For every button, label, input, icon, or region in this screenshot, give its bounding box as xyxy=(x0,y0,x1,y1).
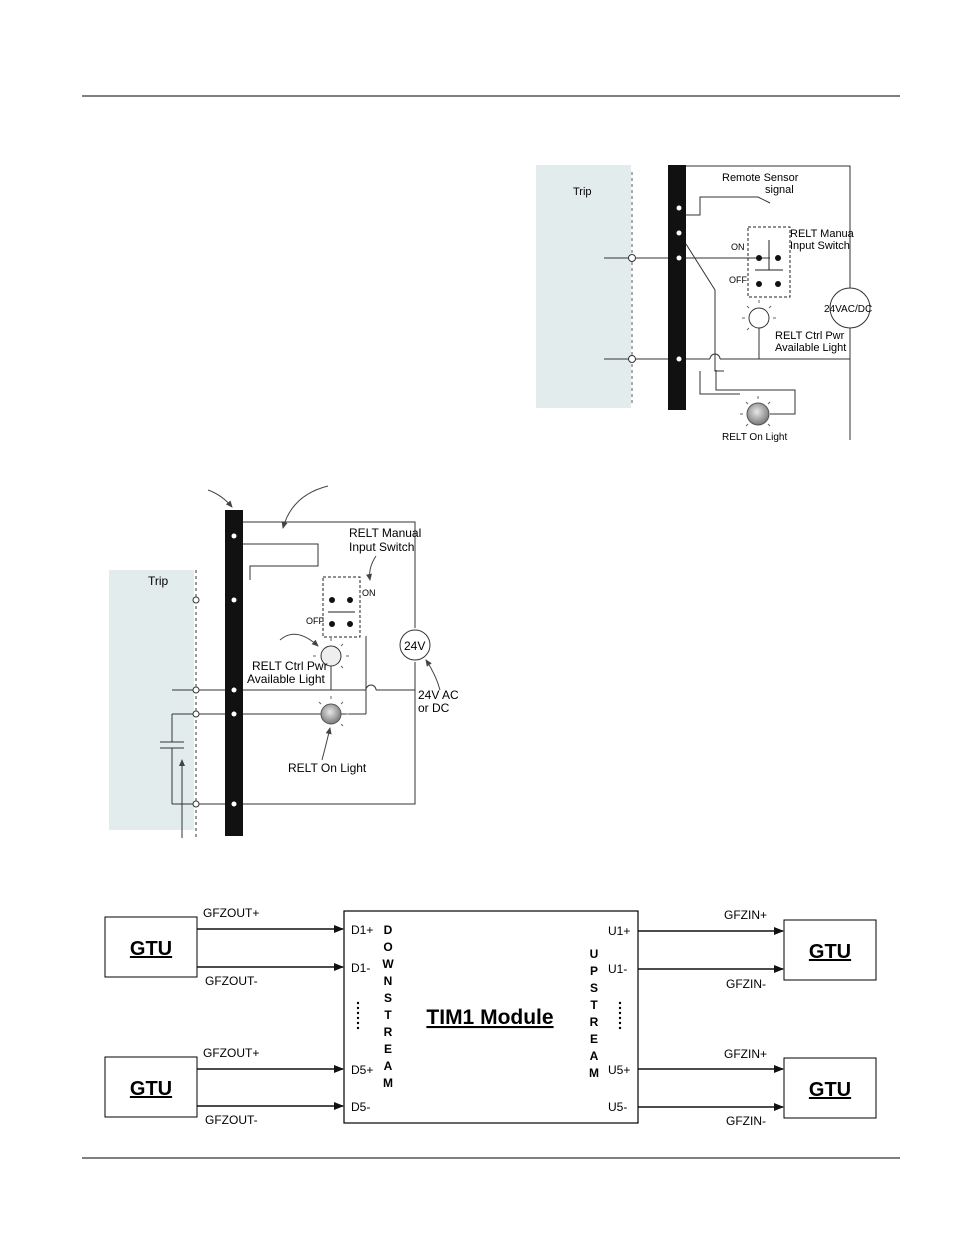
on-light-label: RELT On Light xyxy=(288,761,367,775)
gtu-box-right-1 xyxy=(783,919,877,981)
gtu-label: GTU xyxy=(809,1079,851,1101)
supply-label-2: or DC xyxy=(418,701,450,715)
diagram-mid-left: Trip xyxy=(109,485,459,838)
gtu-label: GTU xyxy=(130,938,172,960)
module-title: TIM1 Module xyxy=(426,1006,553,1029)
terminal-block xyxy=(668,165,686,410)
port-u1-minus: U1- xyxy=(608,962,627,976)
ctrl-light-label-2: Available Light xyxy=(247,672,326,686)
signal-gfzin-plus-2: GFZIN+ xyxy=(724,1047,767,1061)
signal-gfzin-minus-1: GFZIN- xyxy=(726,977,766,991)
off-label: OFF xyxy=(306,616,324,626)
upstream-letter: P xyxy=(590,964,598,978)
supply-label-1: 24V AC xyxy=(418,688,459,702)
downstream-letter: E xyxy=(384,1042,392,1056)
downstream-letter: W xyxy=(382,957,394,971)
ctrl-pwr-light xyxy=(748,307,770,329)
signal-gfzin-plus-1: GFZIN+ xyxy=(724,908,767,922)
supply-source xyxy=(829,287,871,329)
downstream-letter: R xyxy=(384,1025,393,1039)
on-light-label: RELT On Light xyxy=(722,432,787,443)
relt-on-light xyxy=(746,402,770,426)
port-d1-minus: D1- xyxy=(351,961,370,975)
signal-gfzin-minus-2: GFZIN- xyxy=(726,1114,766,1128)
switch-label-2: Input Switch xyxy=(790,240,850,252)
ctrl-pwr-light xyxy=(320,645,342,667)
diagram-top-right: Trip ON OFF xyxy=(536,165,872,443)
upstream-letter: R xyxy=(590,1015,599,1029)
trip-label: Trip xyxy=(148,574,169,588)
port-u5-plus: U5+ xyxy=(608,1063,630,1077)
signal-gfzout-plus-2: GFZOUT+ xyxy=(203,1046,259,1060)
supply-source xyxy=(399,629,431,661)
switch-label-1: RELT Manual xyxy=(349,526,421,540)
upstream-letter: T xyxy=(590,998,598,1012)
upstream-letter: E xyxy=(590,1032,598,1046)
trip-label: Trip xyxy=(573,186,592,198)
trip-panel xyxy=(536,165,631,408)
remote-sensor-label-2: signal xyxy=(765,184,794,196)
downstream-letter: D xyxy=(384,923,393,937)
remote-sensor-label-1: Remote Sensor xyxy=(722,172,799,184)
tim1-module-box xyxy=(343,910,639,1124)
upstream-letter: S xyxy=(590,981,598,995)
port-d5-plus: D5+ xyxy=(351,1063,373,1077)
switch-label-2: Input Switch xyxy=(349,540,414,554)
ctrl-light-label-2: Available Light xyxy=(775,342,846,354)
port-u5-minus: U5- xyxy=(608,1100,627,1114)
gtu-box-left-2 xyxy=(104,1056,198,1118)
on-label: ON xyxy=(362,588,376,598)
port-d1-plus: D1+ xyxy=(351,923,373,937)
gtu-box-left-1 xyxy=(104,916,198,978)
port-d5-minus: D5- xyxy=(351,1100,370,1114)
on-label: ON xyxy=(731,242,745,252)
upstream-letter: M xyxy=(589,1066,599,1080)
downstream-letter: T xyxy=(384,1008,392,1022)
downstream-letter: O xyxy=(383,940,392,954)
trip-panel xyxy=(109,570,194,830)
signal-gfzout-minus-1: GFZOUT- xyxy=(205,974,258,988)
downstream-letter: M xyxy=(383,1076,393,1090)
upstream-letter: A xyxy=(590,1049,599,1063)
off-label: OFF xyxy=(729,275,747,285)
gtu-label: GTU xyxy=(809,941,851,963)
ctrl-light-label-1: RELT Ctrl Pwr xyxy=(252,659,328,673)
relt-on-light xyxy=(320,703,342,725)
downstream-letter: A xyxy=(384,1059,393,1073)
gtu-label: GTU xyxy=(130,1078,172,1100)
manual-switch xyxy=(747,226,791,298)
manual-switch xyxy=(322,576,361,638)
gtu-box-right-2 xyxy=(783,1057,877,1119)
supply-symbol: 24V xyxy=(404,639,425,653)
port-u1-plus: U1+ xyxy=(608,924,630,938)
downstream-letter: S xyxy=(384,991,392,1005)
supply-label: 24VAC/DC xyxy=(824,304,872,315)
terminal-block xyxy=(225,510,243,836)
signal-gfzout-minus-2: GFZOUT- xyxy=(205,1113,258,1127)
switch-label-1: RELT Manua xyxy=(790,228,855,240)
signal-gfzout-plus-1: GFZOUT+ xyxy=(203,906,259,920)
downstream-letter: N xyxy=(384,974,393,988)
upstream-letter: U xyxy=(590,947,599,961)
ctrl-light-label-1: RELT Ctrl Pwr xyxy=(775,330,845,342)
